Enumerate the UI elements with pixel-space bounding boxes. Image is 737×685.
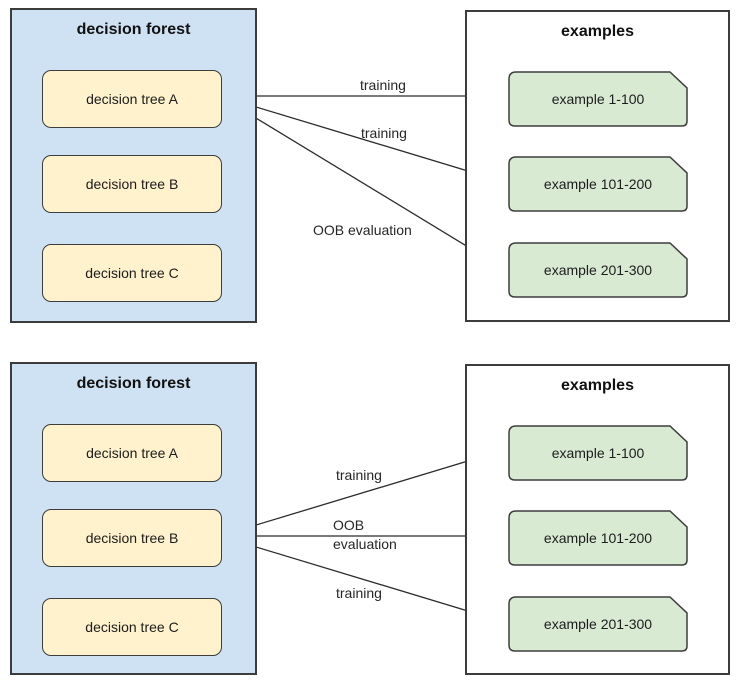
forest-title: decision forest	[76, 375, 191, 392]
tree-label: decision tree A	[86, 445, 178, 461]
arrow-label-training: training	[360, 77, 406, 93]
arrow-label-training: training	[336, 585, 382, 601]
example-card-101-200: example 101-200	[508, 510, 688, 566]
tree-node-c: decision tree C	[42, 244, 222, 302]
arrow-label-oob-evaluation: OOB evaluation	[333, 517, 397, 552]
arrow-label-training: training	[361, 125, 407, 141]
example-label: example 101-200	[543, 530, 653, 546]
example-card-1-100: example 1-100	[508, 71, 688, 127]
card-shape	[508, 242, 688, 298]
card-shape	[508, 596, 688, 652]
examples-title: examples	[561, 377, 634, 394]
card-shape	[508, 510, 688, 566]
forest-box-1: decision forest decision tree A decision…	[10, 8, 257, 323]
example-label: example 1-100	[551, 91, 645, 107]
example-label: example 201-300	[543, 616, 653, 632]
arrow-label-training: training	[336, 467, 382, 483]
tree-label: decision tree C	[85, 619, 179, 635]
card-shape	[508, 156, 688, 212]
example-card-1-100: example 1-100	[508, 425, 688, 481]
tree-node-a: decision tree A	[42, 424, 222, 482]
card-shape	[508, 71, 688, 127]
example-label: example 101-200	[543, 176, 653, 192]
examples-box-1: examples example 1-100 example 101-200 e…	[465, 10, 730, 322]
tree-label: decision tree B	[85, 176, 179, 192]
examples-box-2: examples example 1-100 example 101-200 e…	[465, 364, 730, 675]
card-shape	[508, 425, 688, 481]
example-card-201-300: example 201-300	[508, 596, 688, 652]
examples-title: examples	[561, 23, 634, 40]
tree-label: decision tree B	[85, 530, 179, 546]
tree-node-b: decision tree B	[42, 509, 222, 567]
example-card-101-200: example 101-200	[508, 156, 688, 212]
example-label: example 1-100	[551, 445, 645, 461]
tree-node-c: decision tree C	[42, 598, 222, 656]
arrow-label-oob-evaluation: OOB evaluation	[313, 222, 412, 238]
tree-label: decision tree C	[85, 265, 179, 281]
tree-node-a: decision tree A	[42, 70, 222, 128]
forest-title: decision forest	[76, 21, 191, 38]
tree-label: decision tree A	[86, 91, 178, 107]
tree-node-b: decision tree B	[42, 155, 222, 213]
example-card-201-300: example 201-300	[508, 242, 688, 298]
forest-box-2: decision forest decision tree A decision…	[10, 362, 257, 675]
example-label: example 201-300	[543, 262, 653, 278]
